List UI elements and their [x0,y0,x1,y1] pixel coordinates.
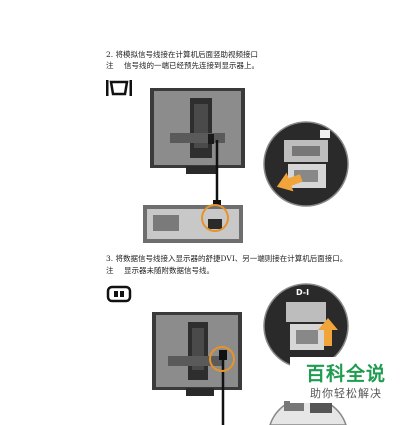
site-watermark: 百科全说 助你轻松解决 [290,357,420,403]
dvi-callout-label: D-I [296,288,310,297]
step2-note-text: 信号线的一端已经预先连接到显示器上。 [124,61,259,70]
step3-connector-callout [263,283,349,369]
step3-note-text: 显示器未随附数据信号线。 [124,266,214,275]
step2-instruction: 2. 将模拟信号线接在计算机后面竖助视频接口 [106,50,259,59]
dvi-port-icon [106,285,132,303]
step3-note: 注 显示器未随附数据信号线。 [106,266,214,276]
vga-port-icon [106,80,132,96]
step2-monitor-illustration [150,88,245,174]
watermark-tagline: 助你轻松解决 [310,387,382,400]
step3-monitor-illustration [152,312,242,396]
step2-note-label: 注 [106,61,114,70]
step3-highlight-circle [209,346,235,372]
step2-cable [213,140,221,210]
step3-note-label: 注 [106,266,114,275]
step2-highlight-circle [201,204,229,232]
step2-connector-callout [263,121,349,207]
step2-note: 注 信号线的一端已经预先连接到显示器上。 [106,61,259,71]
watermark-brand: 百科全说 [306,363,387,385]
step3-instruction: 3. 将数据信号线接入显示器的舒捷DVI、另一端则接在计算机后面接口。 [106,254,348,263]
